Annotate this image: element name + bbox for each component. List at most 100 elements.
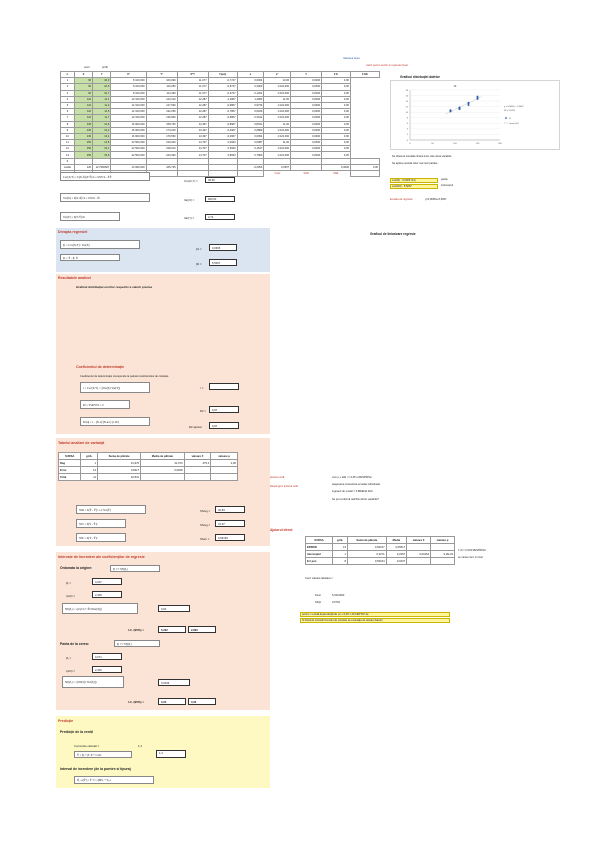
y-tick-label: 14 bbox=[406, 101, 409, 103]
eanova-cell bbox=[430, 557, 455, 565]
beta1-label: β1 = bbox=[196, 247, 202, 251]
x-tick-label: 100 bbox=[453, 143, 457, 145]
slope-b1-value: 0,071 bbox=[92, 653, 122, 660]
y-tick-label: 4 bbox=[407, 129, 409, 131]
x-tick-label: 200 bbox=[498, 143, 502, 145]
slope-t-value: 2,306 bbox=[92, 666, 122, 673]
excel-anova-table: SURSA g.lib. Suma de pătrate Media valoa… bbox=[304, 536, 455, 565]
beta0-formula: β̂₀ = Ȳ - β̂₁ X̄ bbox=[60, 254, 120, 261]
table-row: Reg 1 31,970 31,970 275,0 0,00 bbox=[57, 459, 238, 467]
anova-cell bbox=[183, 466, 212, 474]
data-table: n X Y X² Y² X*Y Y(est) e e² Y Σ E Σ EE 1… bbox=[60, 70, 381, 178]
ord-t-value: 2,306 bbox=[92, 591, 122, 598]
eanova-h: SURSA bbox=[304, 536, 334, 544]
crit-label: Coef. valoare tabelara = bbox=[305, 577, 333, 580]
excel-anova-note-2: se cauta coef. si nivel bbox=[458, 556, 483, 559]
vary-formula: Var(Y) = Σ(Y-Ȳ)²/n bbox=[60, 212, 120, 221]
sftpr-label: Sf/tpr bbox=[315, 601, 322, 604]
anova-cell: 13 bbox=[80, 466, 99, 474]
side-note-2: Se aplica metoda celor mai mici patrate bbox=[392, 162, 438, 165]
vary-value: 2,74 bbox=[205, 214, 235, 220]
eanova-cell bbox=[406, 543, 432, 551]
ci-slope-low: 0,05 bbox=[158, 698, 186, 705]
ci-slope-high: 0,06 bbox=[188, 698, 216, 705]
r2-label: R² = 0,9415 bbox=[504, 109, 516, 112]
prediction-formula: Ŷ = β̂₀ + β̂₁ X + Conv bbox=[74, 751, 132, 758]
eanova-cell: interceptul bbox=[304, 550, 334, 558]
ci-ord-high: 2,893 bbox=[188, 626, 216, 633]
eanova-cell: 13 bbox=[332, 543, 348, 551]
sst-value: 31,97 bbox=[215, 520, 245, 527]
ci-ord-low: 5,292 bbox=[158, 626, 186, 633]
y-tick-label: 0 bbox=[407, 140, 409, 142]
eanova-cell bbox=[406, 557, 432, 565]
anova-note-3: cum p ≤ alfa <= 0,05 e RESPINSA bbox=[332, 476, 372, 479]
ord-se-value: 0,60 bbox=[158, 605, 190, 612]
slope-se-value: 0,0036 bbox=[158, 679, 190, 686]
anova-note-4: asigurarea consecinta ecuatiei individua… bbox=[332, 483, 381, 486]
r2adj-value: 0,97 bbox=[209, 422, 239, 429]
anova-table: SURSA g.lib. Suma de pătrate Media de pă… bbox=[57, 452, 238, 481]
determination-desc: Coeficientul de determinaţie corespunde … bbox=[80, 375, 169, 378]
eanova-cell: 0,2457 bbox=[385, 550, 408, 558]
excel-anova-title: Ajutorul direct bbox=[270, 528, 293, 532]
anova-cell: 0,0818 bbox=[140, 466, 185, 474]
anova-h-p: valoare p bbox=[210, 452, 238, 460]
anova-note-5: ingraent de model = 0,8RIENA FAC bbox=[332, 490, 373, 493]
excel-anova-note: ± r0 = 0,004 RESPINSA bbox=[458, 549, 486, 552]
table-cell bbox=[207, 169, 238, 178]
beta1-value: 0,0605 bbox=[209, 244, 237, 251]
table-cell: Cvaz bbox=[274, 172, 281, 176]
anova-cell: 32,831 bbox=[97, 473, 142, 481]
r-value bbox=[209, 383, 239, 390]
ord-se-formula: SE(β̂₀) = √(s²(1/n + X̄²/nVar(X))) bbox=[62, 603, 138, 614]
eanova-h: valoare F bbox=[406, 536, 432, 544]
slope-formula: β̂₁ ± t·SE(β̂₁) bbox=[114, 640, 160, 647]
coef-b1-role: panta bbox=[441, 178, 448, 181]
r2-value: 0,97 bbox=[209, 406, 239, 413]
y-tick-label: 2 bbox=[407, 134, 409, 136]
trend-line bbox=[445, 96, 483, 115]
y-tick-label: 6 bbox=[407, 123, 409, 125]
eanova-h: Suma de pătrate bbox=[347, 536, 387, 544]
y-tick-label: 10 bbox=[406, 112, 409, 114]
ftest-value: 5,0201003 bbox=[332, 594, 345, 597]
ordinate-title: Ordonata la origine: bbox=[60, 566, 93, 570]
anova-cell: 0,00 bbox=[210, 459, 238, 467]
anova-cell: Error bbox=[57, 466, 82, 474]
r2-label: R2 = bbox=[200, 409, 206, 413]
sse-value: 0,66169 bbox=[215, 534, 245, 541]
hypothesis-note: Ipoteza nulă: bbox=[270, 476, 285, 479]
sse-label: SSerr = bbox=[200, 537, 210, 541]
anova-cell: 11 bbox=[80, 473, 99, 481]
table-row: ERROR 13 0,66167 0,05517 bbox=[304, 543, 455, 551]
beta1-formula: β̂₁ = Cov(X,Y) / Var(X) bbox=[60, 240, 140, 249]
ssr-formula: SSR = Σ(Ŷ - Ȳ)² = n·Var(Ŷ) bbox=[76, 505, 146, 514]
prediction-sub-1: Predicţie de la veniți bbox=[60, 730, 93, 734]
legend-marker bbox=[505, 117, 507, 119]
ord-b0-value: 4,007 bbox=[92, 578, 122, 585]
data-point bbox=[476, 97, 479, 100]
residual-subtitle: Graficul distribuţiei erorilor respectiv… bbox=[76, 285, 153, 289]
sftpr-value: 0,5702 bbox=[332, 601, 340, 604]
given-value: 1,3 bbox=[138, 744, 142, 748]
r2adj-formula: R²adj = 1 - (N-1)/(N-k-1) (1-R²) bbox=[80, 417, 150, 426]
trend-equation-label: y = 0,0605x + 5,5067 bbox=[504, 106, 524, 108]
side-note-1: Se observa corelatie liniara intre cele … bbox=[392, 155, 452, 158]
varx-formula: Var(X) = Σ(X-X̄)²/n = ΣX²/n - X̄² bbox=[60, 193, 150, 202]
eanova-cell: 0,05517 bbox=[385, 543, 408, 551]
regression-panel bbox=[56, 228, 270, 272]
coef-b0-role: interceptul bbox=[441, 184, 453, 187]
data-point bbox=[476, 95, 479, 98]
determination-title: Coeficientul de determinaţie bbox=[76, 365, 125, 369]
conclusion-row-1: pentru = există dependenţă de un ≤ 0,05 … bbox=[300, 612, 450, 617]
note-blue: Valoarea dupa bbox=[343, 57, 360, 60]
eanova-cell: 0,3271 bbox=[347, 550, 387, 558]
chart-title: Graficul distrbuţiei datelor bbox=[400, 75, 440, 79]
r2adj-label: R2 ajustat bbox=[189, 425, 202, 429]
table-cell: SSE bbox=[333, 172, 339, 176]
